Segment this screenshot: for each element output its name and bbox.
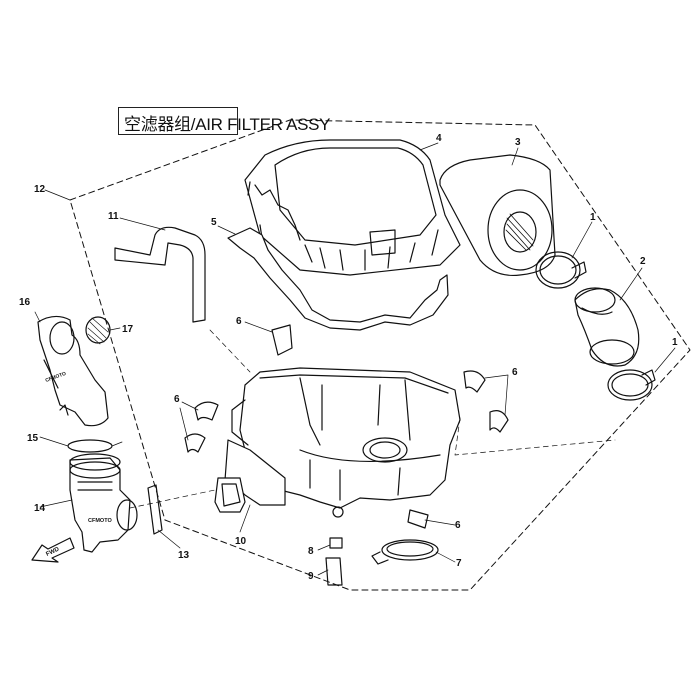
inlet-snorkel [37, 315, 109, 427]
clip-left-1 [194, 401, 219, 421]
part-label-12: 12 [34, 184, 46, 195]
part-label-1a: 1 [590, 212, 596, 223]
clip-right-2 [489, 410, 509, 433]
part-label-6b: 6 [174, 394, 180, 405]
part-label-6a: 6 [236, 316, 242, 327]
hose-clamp-bottom [371, 539, 439, 565]
fwd-arrow-icon [31, 537, 75, 563]
part-label-7: 7 [456, 558, 462, 569]
part-label-11: 11 [108, 211, 119, 222]
gasket-ring [67, 439, 113, 453]
airbox-gasket [227, 227, 449, 331]
hose-clamp-lower [607, 369, 656, 401]
part-label-9: 9 [308, 571, 314, 582]
intake-elbow [574, 287, 640, 367]
hose-clamp-upper [535, 251, 587, 289]
airbox-cover [244, 139, 461, 276]
breather-tube [114, 226, 206, 323]
connection-lines [129, 329, 616, 509]
duct [214, 439, 286, 513]
drain-valve [329, 537, 343, 549]
leader-lines [34, 142, 676, 576]
part-label-14: 14 [34, 503, 46, 514]
part-label-1b: 1 [672, 337, 678, 348]
part-label-15: 15 [27, 433, 39, 444]
filter-element [439, 154, 556, 277]
title-frame [118, 107, 238, 135]
brand-marking: CFMOTO [88, 518, 112, 524]
part-label-2: 2 [640, 256, 646, 267]
assembly-boundary [69, 119, 691, 591]
part-label-5: 5 [211, 217, 217, 228]
part-label-17: 17 [122, 324, 134, 335]
throttle-adapter [69, 453, 138, 553]
mesh-filter [85, 316, 111, 345]
leader-12 [44, 189, 71, 201]
part-label-13: 13 [178, 550, 190, 561]
drain-tube [325, 557, 343, 586]
part-label-8: 8 [308, 546, 314, 557]
part-label-16: 16 [19, 297, 31, 308]
part-label-3: 3 [515, 137, 521, 148]
clip-bottom [407, 509, 429, 529]
part-label-10: 10 [235, 536, 247, 547]
part-label-4: 4 [436, 133, 442, 144]
part-label-6d: 6 [455, 520, 461, 531]
strap-clamp [147, 484, 163, 535]
clip-left-2 [184, 433, 206, 453]
fwd-label: FWD [45, 546, 61, 557]
clip-right-1 [463, 370, 486, 393]
clip-upper [271, 324, 293, 356]
airbox-base [231, 367, 461, 518]
part-label-6c: 6 [512, 367, 518, 378]
diagram-title: 空滤器组/AIR FILTER ASSY [124, 115, 331, 134]
part-labels: 1 1 2 3 4 5 6 6 6 6 7 8 9 10 11 12 13 14… [19, 133, 678, 582]
